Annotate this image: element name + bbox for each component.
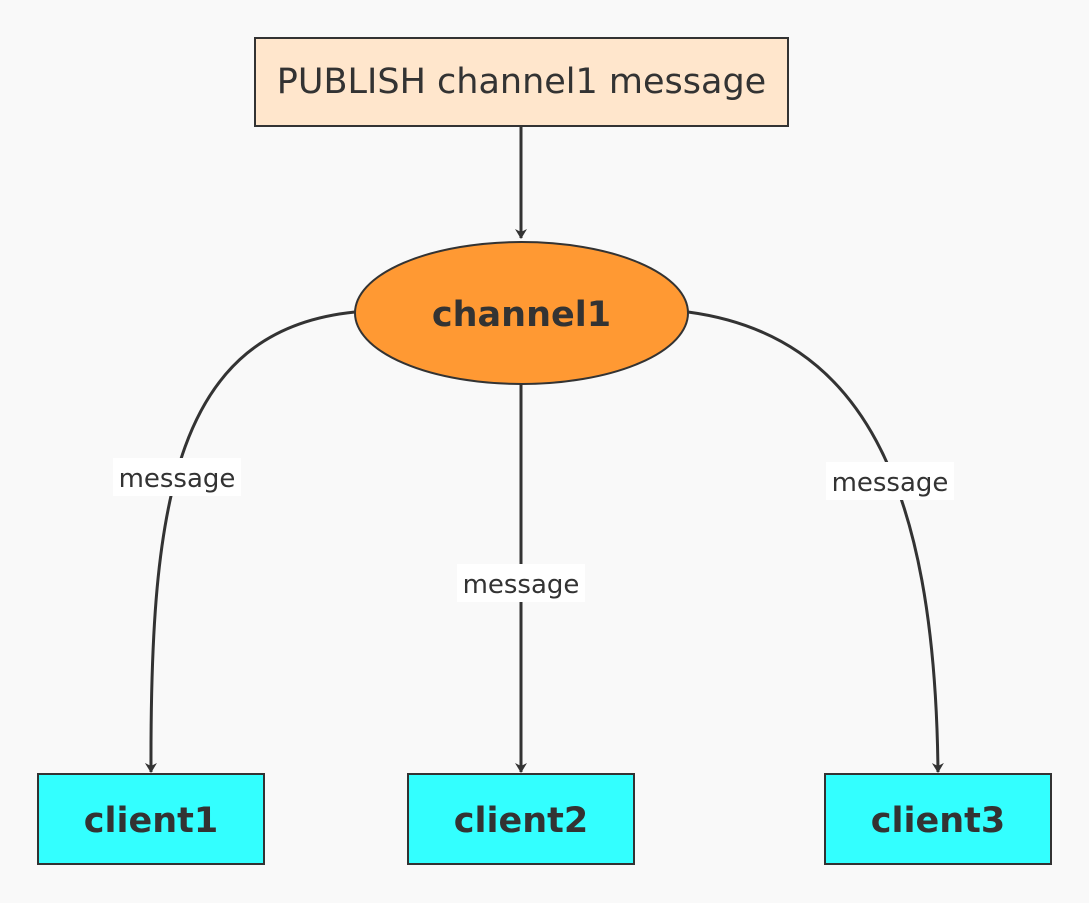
publisher-label: PUBLISH channel1 message xyxy=(277,62,766,102)
edge-channel-to-client1 xyxy=(144,310,356,773)
edge-label-client1: message xyxy=(113,458,241,496)
edge-label-client2: message xyxy=(457,564,585,602)
channel-ellipse xyxy=(354,241,689,385)
edge-label-text: message xyxy=(832,468,949,498)
publisher-node: PUBLISH channel1 message xyxy=(254,37,789,127)
edge-label-client3: message xyxy=(826,462,954,500)
client1-node: client1 xyxy=(37,773,265,865)
client1-label: client1 xyxy=(84,801,218,841)
client2-label: client2 xyxy=(454,801,588,841)
channel-node: channel1 xyxy=(354,241,689,385)
client2-node: client2 xyxy=(407,773,635,865)
client3-label: client3 xyxy=(871,801,1005,841)
edge-label-text: message xyxy=(119,464,236,494)
client3-node: client3 xyxy=(824,773,1052,865)
publisher-box xyxy=(254,37,789,127)
client1-box xyxy=(37,773,265,865)
client3-box xyxy=(824,773,1052,865)
edge-label-text: message xyxy=(463,570,580,600)
edge-channel-to-client3 xyxy=(687,310,944,773)
channel-label: channel1 xyxy=(432,295,611,335)
client2-box xyxy=(407,773,635,865)
